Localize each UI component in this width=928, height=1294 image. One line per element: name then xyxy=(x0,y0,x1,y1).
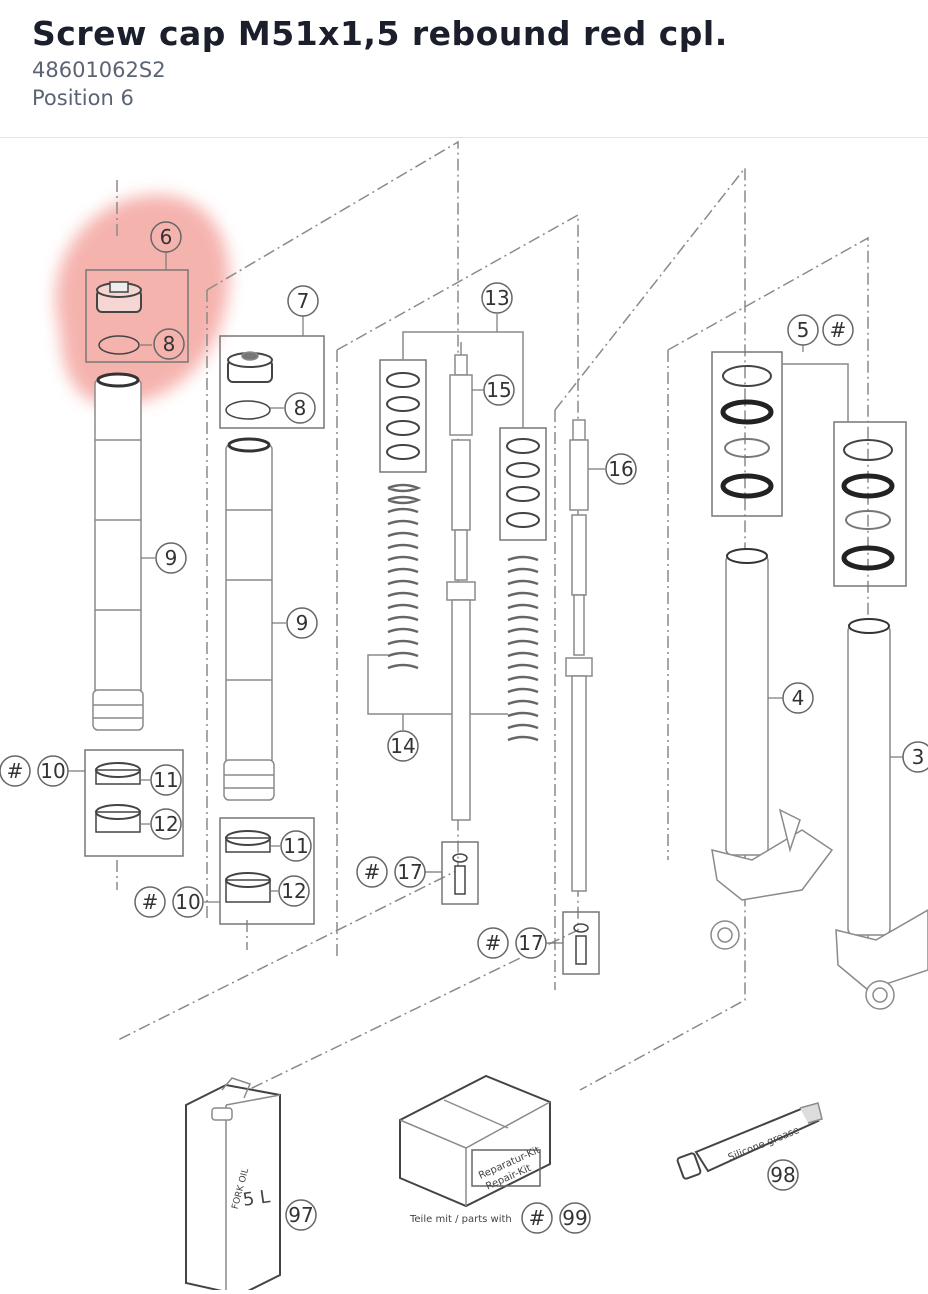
svg-text:16: 16 xyxy=(608,457,633,481)
callout-8b[interactable]: 8 xyxy=(284,392,316,424)
svg-text:#: # xyxy=(364,860,381,884)
svg-text:#: # xyxy=(142,890,159,914)
screw-cap-7 xyxy=(225,351,273,420)
damping-cartridge-15 xyxy=(446,342,476,821)
callout-97[interactable]: 97 xyxy=(285,1199,317,1231)
svg-text:15: 15 xyxy=(486,378,511,402)
svg-text:98: 98 xyxy=(770,1163,795,1187)
svg-text:14: 14 xyxy=(390,734,415,758)
callout-12a[interactable]: 12 xyxy=(150,808,182,840)
callout-hash-17b[interactable]: # xyxy=(477,927,509,959)
damping-cartridge-16 xyxy=(565,419,593,892)
callout-98[interactable]: 98 xyxy=(767,1159,799,1191)
svg-text:9: 9 xyxy=(296,611,309,635)
spring-left xyxy=(387,483,422,670)
screw-cap-part[interactable] xyxy=(96,281,142,355)
parts-with-label: Teile mit / parts with xyxy=(409,1214,512,1225)
callout-11a[interactable]: 11 xyxy=(150,764,182,796)
svg-text:5: 5 xyxy=(797,318,810,342)
svg-text:6: 6 xyxy=(160,225,173,249)
svg-text:11: 11 xyxy=(153,768,178,792)
callout-12b[interactable]: 12 xyxy=(278,875,310,907)
part-position: Position 6 xyxy=(32,86,134,110)
callout-14[interactable]: 14 xyxy=(387,730,419,762)
silicone-grease-tube xyxy=(676,1102,823,1180)
svg-text:11: 11 xyxy=(283,834,308,858)
callout-hash-99[interactable]: # xyxy=(521,1202,553,1234)
svg-text:17: 17 xyxy=(518,931,543,955)
callout-hash-10a[interactable]: # xyxy=(0,755,31,787)
outer-tube-4 xyxy=(710,548,834,950)
callout-4[interactable]: 4 xyxy=(782,682,814,714)
svg-text:4: 4 xyxy=(792,686,805,710)
highlight-position-6[interactable] xyxy=(55,194,230,406)
diagram-svg: FORK OIL 5 L Reparatur-Kit Repair-Kit Te… xyxy=(0,140,928,1294)
svg-text:7: 7 xyxy=(297,289,310,313)
svg-text:12: 12 xyxy=(281,879,306,903)
callout-17a[interactable]: 17 xyxy=(394,856,426,888)
svg-text:#: # xyxy=(830,318,847,342)
svg-text:#: # xyxy=(529,1206,546,1230)
callout-99[interactable]: 99 xyxy=(559,1202,591,1234)
svg-text:17: 17 xyxy=(397,860,422,884)
svg-text:8: 8 xyxy=(163,332,176,356)
callout-7[interactable]: 7 xyxy=(287,285,319,317)
callout-9b[interactable]: 9 xyxy=(286,607,318,639)
callout-3[interactable]: 3 xyxy=(902,741,928,773)
fork-oil-can xyxy=(185,1077,281,1294)
callout-13[interactable]: 13 xyxy=(481,282,513,314)
fork-oil-volume: 5 L xyxy=(242,1186,272,1211)
svg-text:#: # xyxy=(7,759,24,783)
callout-hash-17a[interactable]: # xyxy=(356,856,388,888)
callout-15[interactable]: 15 xyxy=(483,374,515,406)
callout-11b[interactable]: 11 xyxy=(280,830,312,862)
callout-hash-10b[interactable]: # xyxy=(134,886,166,918)
fork-tube-middle xyxy=(223,437,275,801)
part-title: Screw cap M51x1,5 rebound red cpl. xyxy=(32,14,728,53)
repair-kit-box xyxy=(399,1074,551,1208)
spring-right xyxy=(507,555,539,742)
svg-text:9: 9 xyxy=(165,546,178,570)
callout-9a[interactable]: 9 xyxy=(155,542,187,574)
callout-10a[interactable]: 10 xyxy=(37,755,69,787)
exploded-parts-diagram[interactable]: FORK OIL 5 L Reparatur-Kit Repair-Kit Te… xyxy=(0,138,928,1294)
svg-text:97: 97 xyxy=(288,1203,313,1227)
callouts: 6 8 7 8 9 9 # 10 11 12 11 12 # 10 13 15 … xyxy=(0,221,928,1234)
svg-text:10: 10 xyxy=(175,890,200,914)
callout-10b[interactable]: 10 xyxy=(172,886,204,918)
leader-lines xyxy=(68,252,903,944)
svg-text:12: 12 xyxy=(153,812,178,836)
svg-text:13: 13 xyxy=(484,286,509,310)
outer-tube-3 xyxy=(835,618,928,1010)
svg-text:8: 8 xyxy=(294,396,307,420)
part-number: 48601062S2 xyxy=(32,58,166,82)
callout-8a[interactable]: 8 xyxy=(153,328,185,360)
callout-6[interactable]: 6 xyxy=(150,221,182,253)
callout-17b[interactable]: 17 xyxy=(515,927,547,959)
callout-16[interactable]: 16 xyxy=(605,453,637,485)
callout-hash-5[interactable]: # xyxy=(822,314,854,346)
part-header: Screw cap M51x1,5 rebound red cpl. 48601… xyxy=(0,0,928,138)
fork-tube-left xyxy=(92,372,144,731)
svg-text:10: 10 xyxy=(40,759,65,783)
callout-5[interactable]: 5 xyxy=(787,314,819,346)
svg-text:3: 3 xyxy=(912,745,925,769)
svg-text:99: 99 xyxy=(562,1206,587,1230)
svg-text:#: # xyxy=(485,931,502,955)
